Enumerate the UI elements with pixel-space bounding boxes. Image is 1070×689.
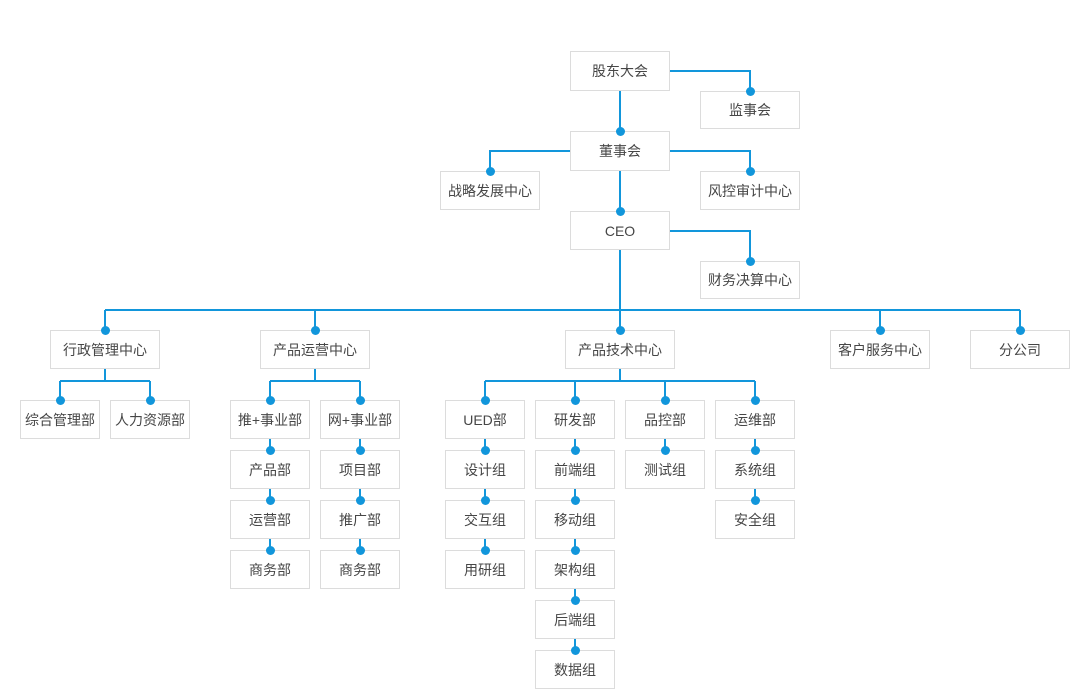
node-ceo[interactable]: CEO: [570, 211, 670, 250]
dot-mobile-group: [570, 495, 580, 505]
node-promotion-dept[interactable]: 推广部: [320, 500, 400, 539]
node-supervisors[interactable]: 监事会: [700, 91, 800, 129]
edge-board-strategy: [489, 150, 570, 171]
node-ued-dept[interactable]: UED部: [445, 400, 525, 439]
dot-business-dept-1: [265, 545, 275, 555]
edge-shareholders-supervisors: [670, 70, 751, 91]
node-interaction-group[interactable]: 交互组: [445, 500, 525, 539]
dot-research-group: [480, 545, 490, 555]
dot-admin-center: [100, 325, 110, 335]
dot-data-group: [570, 645, 580, 655]
dot-board: [615, 126, 625, 136]
dot-design-group: [480, 445, 490, 455]
node-branch-company[interactable]: 分公司: [970, 330, 1070, 369]
node-ops-maint-dept[interactable]: 运维部: [715, 400, 795, 439]
node-product-dept[interactable]: 产品部: [230, 450, 310, 489]
node-frontend-group[interactable]: 前端组: [535, 450, 615, 489]
node-operation-dept[interactable]: 运营部: [230, 500, 310, 539]
node-test-group[interactable]: 测试组: [625, 450, 705, 489]
node-human-resources[interactable]: 人力资源部: [110, 400, 190, 439]
node-business-dept-1[interactable]: 商务部: [230, 550, 310, 589]
node-tech-center[interactable]: 产品技术中心: [565, 330, 675, 369]
dot-branch-company: [1015, 325, 1025, 335]
dot-project-dept: [355, 445, 365, 455]
node-business-dept-2[interactable]: 商务部: [320, 550, 400, 589]
node-mobile-group[interactable]: 移动组: [535, 500, 615, 539]
node-board[interactable]: 董事会: [570, 131, 670, 171]
dot-test-group: [660, 445, 670, 455]
dot-wang-bu: [355, 395, 365, 405]
node-research-group[interactable]: 用研组: [445, 550, 525, 589]
node-architecture-group[interactable]: 架构组: [535, 550, 615, 589]
dot-strategy: [485, 166, 495, 176]
node-backend-group[interactable]: 后端组: [535, 600, 615, 639]
node-qc-dept[interactable]: 品控部: [625, 400, 705, 439]
dot-rd-dept: [570, 395, 580, 405]
node-system-group[interactable]: 系统组: [715, 450, 795, 489]
dot-operation-dept: [265, 495, 275, 505]
dot-tech-center: [615, 325, 625, 335]
node-shareholders[interactable]: 股东大会: [570, 51, 670, 91]
node-design-group[interactable]: 设计组: [445, 450, 525, 489]
node-general-admin[interactable]: 综合管理部: [20, 400, 100, 439]
dot-promotion-dept: [355, 495, 365, 505]
dot-supervisors: [745, 86, 755, 96]
dot-ops-maint-dept: [750, 395, 760, 405]
dot-tui-bu: [265, 395, 275, 405]
dot-qc-dept: [660, 395, 670, 405]
node-security-group[interactable]: 安全组: [715, 500, 795, 539]
edge-board-risk-audit: [670, 150, 751, 171]
node-project-dept[interactable]: 项目部: [320, 450, 400, 489]
node-tui-bu[interactable]: 推+事业部: [230, 400, 310, 439]
dot-interaction-group: [480, 495, 490, 505]
node-wang-bu[interactable]: 网+事业部: [320, 400, 400, 439]
dot-ued-dept: [480, 395, 490, 405]
node-strategy-center[interactable]: 战略发展中心: [440, 171, 540, 210]
dot-product-dept: [265, 445, 275, 455]
dot-finance: [745, 256, 755, 266]
dot-architecture-group: [570, 545, 580, 555]
dot-ceo: [615, 206, 625, 216]
dot-frontend-group: [570, 445, 580, 455]
edge-ceo-finance: [670, 230, 751, 261]
dot-risk-audit: [745, 166, 755, 176]
dot-human-resources: [145, 395, 155, 405]
node-risk-audit-center[interactable]: 风控审计中心: [700, 171, 800, 210]
node-admin-center[interactable]: 行政管理中心: [50, 330, 160, 369]
dot-service-center: [875, 325, 885, 335]
dot-general-admin: [55, 395, 65, 405]
node-ops-center[interactable]: 产品运营中心: [260, 330, 370, 369]
node-finance-center[interactable]: 财务决算中心: [700, 261, 800, 299]
dot-backend-group: [570, 595, 580, 605]
node-data-group[interactable]: 数据组: [535, 650, 615, 689]
node-service-center[interactable]: 客户服务中心: [830, 330, 930, 369]
dot-ops-center: [310, 325, 320, 335]
dot-system-group: [750, 445, 760, 455]
node-rd-dept[interactable]: 研发部: [535, 400, 615, 439]
dot-business-dept-2: [355, 545, 365, 555]
dot-security-group: [750, 495, 760, 505]
